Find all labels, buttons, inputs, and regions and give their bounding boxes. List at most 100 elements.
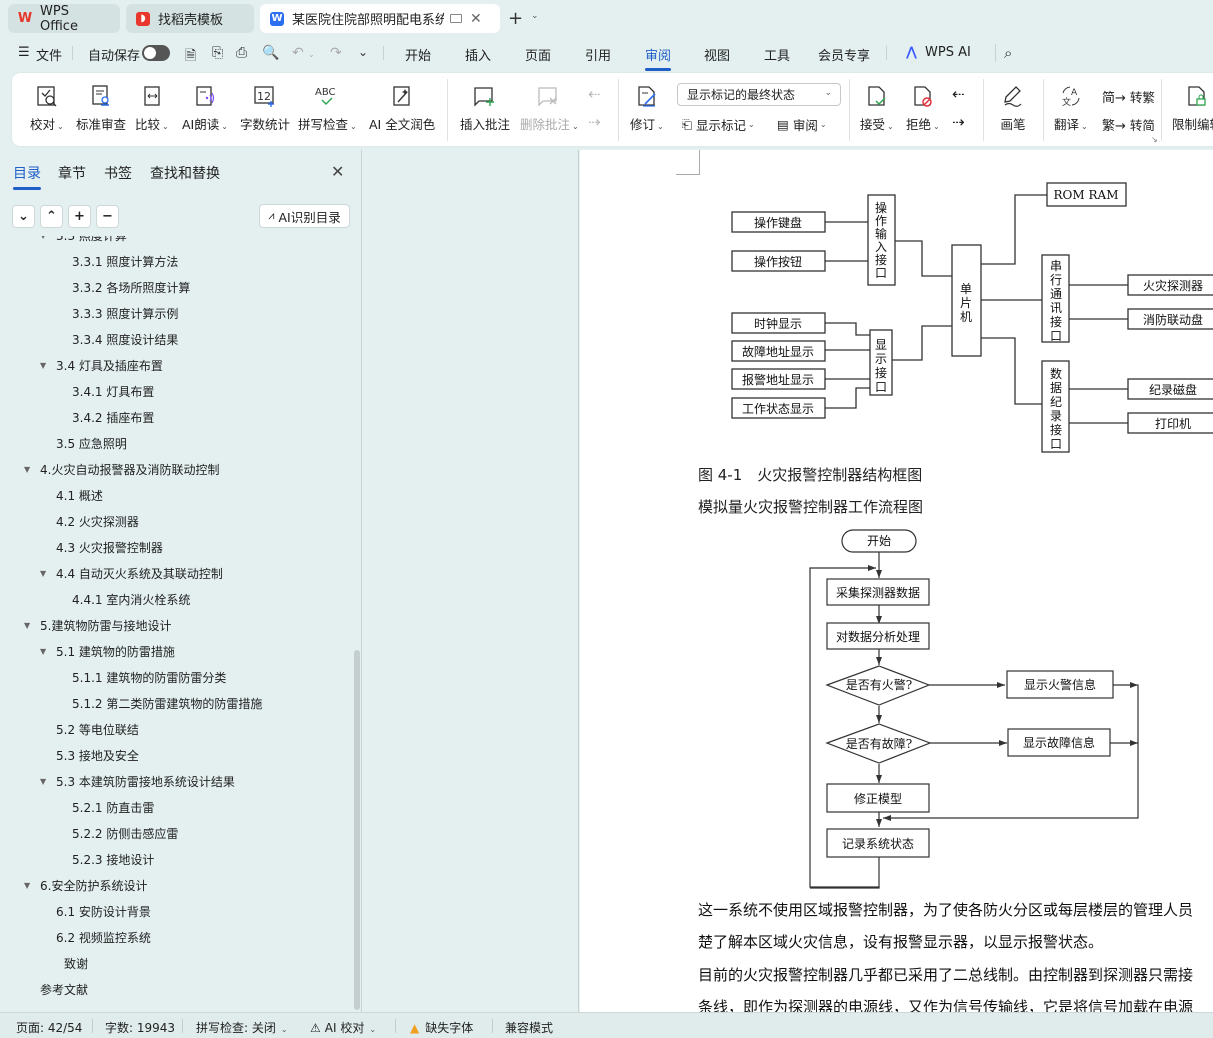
tab-docer[interactable]: ◗ 找稻壳模板	[126, 4, 254, 33]
collapse-triangle-icon[interactable]: ▼	[24, 621, 31, 630]
collapse-all-button[interactable]: ⌃	[40, 205, 63, 228]
toc-item[interactable]: 4.2 火灾探测器	[56, 512, 139, 532]
collapse-triangle-icon[interactable]: ▼	[40, 361, 47, 370]
collapse-triangle-icon[interactable]: ▼	[40, 236, 46, 246]
remove-heading-button[interactable]: −	[96, 205, 119, 228]
undo-dropdown-icon[interactable]: ⌄	[308, 50, 315, 59]
missing-font-status[interactable]: ▲缺失字体	[410, 1019, 473, 1036]
toc-item[interactable]: 4.1 概述	[56, 486, 103, 506]
undo-icon[interactable]: ↶	[292, 45, 304, 61]
compare-button[interactable]: 比较⌄	[135, 81, 169, 133]
redo-icon[interactable]: ↷	[330, 45, 342, 61]
toc-item[interactable]: 3.3.3 照度计算示例	[72, 304, 178, 324]
toc-item[interactable]: 5.2.1 防直击雷	[72, 798, 154, 818]
toc-item[interactable]: 参考文献	[40, 980, 88, 1000]
tab-page[interactable]: 页面	[525, 49, 552, 64]
toc-item[interactable]: ▼3.4 灯具及插座布置	[40, 356, 163, 376]
toc-item[interactable]: 5.2.2 防侧击感应雷	[72, 824, 178, 844]
sidebar-scrollbar[interactable]	[354, 650, 360, 1010]
toc-item[interactable]: 3.3.2 各场所照度计算	[72, 278, 190, 298]
sidebar-tab-bookmarks[interactable]: 书签	[104, 166, 132, 182]
print-preview-icon[interactable]: 🔍	[262, 45, 280, 61]
toc-item[interactable]: 5.2.3 接地设计	[72, 850, 154, 870]
toc-item[interactable]: 3.5 应急照明	[56, 434, 127, 454]
toc-item[interactable]: ▼5.3 本建筑防雷接地系统设计结果	[40, 772, 235, 792]
sidebar-tab-toc[interactable]: 目录	[13, 163, 41, 190]
sidebar-tab-chapters[interactable]: 章节	[58, 166, 86, 182]
tab-review[interactable]: 审阅	[645, 45, 672, 71]
reject-button[interactable]: 拒绝⌄	[906, 81, 940, 133]
proofread-button[interactable]: 校对⌄	[30, 81, 64, 133]
spell-check-status[interactable]: 拼写检查: 关闭⌄	[196, 1021, 288, 1035]
ai-recognize-toc-button[interactable]: ⩘ AI识别目录	[259, 204, 350, 228]
ai-read-button[interactable]: AI朗读⌄	[182, 81, 228, 133]
ai-proofread-status[interactable]: ⚠AI 校对⌄	[310, 1021, 377, 1035]
expand-all-button[interactable]: ⌄	[12, 205, 35, 228]
toc-item[interactable]: 3.3.1 照度计算方法	[72, 252, 178, 272]
group-expand-icon[interactable]: ↘	[1151, 135, 1158, 144]
toc-item[interactable]: ▼6.安全防护系统设计	[24, 876, 147, 896]
ai-polish-button[interactable]: AI 全文润色	[369, 81, 435, 133]
toc-item[interactable]: 3.3.4 照度设计结果	[72, 330, 178, 350]
toc-item[interactable]: ▼5.1 建筑物的防雷措施	[40, 642, 175, 662]
tab-membership[interactable]: 会员专享	[818, 49, 871, 64]
to-traditional-button[interactable]: 简→ 转繁	[1102, 87, 1155, 106]
next-comment-icon[interactable]: ⇢	[588, 113, 601, 131]
tab-references[interactable]: 引用	[585, 49, 612, 64]
toc-item[interactable]: 5.2 等电位联结	[56, 720, 139, 740]
close-pane-icon[interactable]: ✕	[331, 162, 345, 181]
previous-change-icon[interactable]: ⇠	[952, 85, 965, 103]
previous-comment-icon[interactable]: ⇠	[588, 85, 601, 103]
export-icon[interactable]: ⎘	[212, 45, 224, 61]
toc-item[interactable]: ▼5.建筑物防雷与接地设计	[24, 616, 171, 636]
add-heading-button[interactable]: +	[68, 205, 91, 228]
page-indicator[interactable]: 页面: 42/54	[16, 1021, 83, 1035]
file-menu[interactable]: 文件	[36, 49, 63, 64]
word-count-button[interactable]: 12 字数统计	[240, 81, 290, 133]
to-simplified-button[interactable]: 繁→ 转简	[1102, 115, 1155, 134]
tab-view[interactable]: 视图	[704, 49, 731, 64]
toc-item[interactable]: ▼4.火灾自动报警器及消防联动控制	[24, 460, 219, 480]
autosave-toggle[interactable]	[142, 45, 170, 61]
sidebar-tab-find-replace[interactable]: 查找和替换	[150, 166, 220, 182]
collapse-triangle-icon[interactable]: ▼	[24, 881, 31, 890]
show-markup-button[interactable]: ⎗ 显示标记⌄	[682, 116, 755, 134]
restrict-edit-button[interactable]: 限制编辑	[1172, 81, 1213, 133]
collapse-triangle-icon[interactable]: ▼	[40, 777, 47, 786]
accept-button[interactable]: 接受⌄	[860, 81, 894, 133]
toc-item[interactable]: 5.1.2 第二类防雷建筑物的防雷措施	[72, 694, 262, 714]
toc-item[interactable]: 3.4.2 插座布置	[72, 408, 154, 428]
toc-item[interactable]: ▼4.4 自动灭火系统及其联动控制	[40, 564, 223, 584]
toc-item[interactable]: 5.3 接地及安全	[56, 746, 139, 766]
standard-review-button[interactable]: 标准审查	[76, 81, 126, 133]
toc-item[interactable]: 致谢	[64, 954, 88, 974]
hamburger-icon[interactable]: ☰	[18, 45, 30, 60]
tab-insert[interactable]: 插入	[465, 49, 492, 64]
word-count-status[interactable]: 字数: 19943	[105, 1021, 176, 1035]
save-icon[interactable]: 🗎	[185, 48, 197, 64]
toc-item[interactable]: ▼3.3 照度计算	[40, 236, 127, 246]
delete-comment-button[interactable]: 删除批注⌄	[520, 81, 579, 133]
tab-home[interactable]: 开始	[405, 49, 432, 64]
toc-item[interactable]: 5.1.1 建筑物的防雷防雷分类	[72, 668, 226, 688]
toc-item[interactable]: 4.3 火灾报警控制器	[56, 538, 163, 558]
tab-wps-ai[interactable]: WPS AI	[925, 45, 971, 60]
toc-item[interactable]: 6.2 视频监控系统	[56, 928, 151, 948]
more-chevron-icon[interactable]: ⌄	[358, 45, 369, 59]
markup-state-select[interactable]: 显示标记的最终状态 ⌄	[677, 83, 841, 106]
toc-item[interactable]: 4.4.1 室内消火栓系统	[72, 590, 190, 610]
insert-comment-button[interactable]: 插入批注	[460, 81, 510, 133]
close-tab-icon[interactable]: ✕	[470, 10, 482, 27]
tab-wps-office[interactable]: W WPS Office	[8, 4, 120, 34]
tab-list-chevron-icon[interactable]: ⌄	[531, 11, 539, 21]
review-pane-button[interactable]: ▤ 审阅⌄	[777, 117, 827, 133]
new-tab-button[interactable]: +	[508, 8, 524, 29]
pen-button[interactable]: 画笔	[998, 81, 1028, 133]
tab-tools[interactable]: 工具	[764, 49, 791, 64]
print-icon[interactable]: ⎙	[236, 45, 248, 61]
collapse-triangle-icon[interactable]: ▼	[40, 647, 47, 656]
next-change-icon[interactable]: ⇢	[952, 113, 965, 131]
track-changes-button[interactable]: 修订⌄	[630, 81, 664, 133]
tab-document[interactable]: W 某医院住院部照明配电系统设 ✕	[260, 4, 500, 33]
